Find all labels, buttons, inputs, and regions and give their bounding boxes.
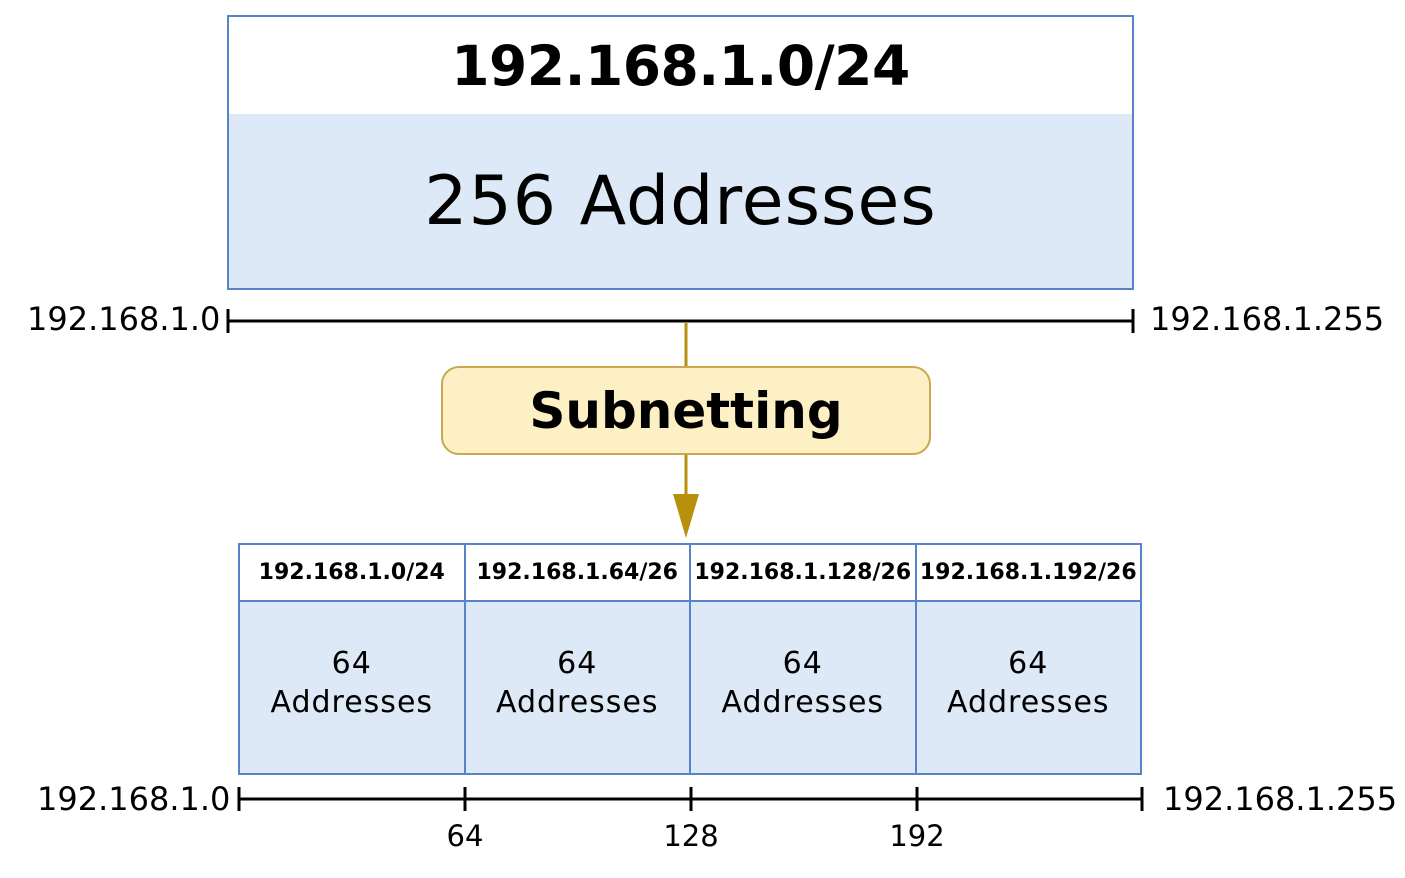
subnet-unit: Addresses [946,684,1110,720]
subnet-block: 192.168.1.192/26 64 Addresses [916,545,1140,773]
network-range-start: 192.168.1.0 [27,300,221,338]
subnet-count: 64 [782,645,823,681]
down-arrow-icon [673,455,699,538]
tick-label: 192 [889,819,945,853]
tick-label: 128 [663,819,719,853]
subnet-cidr: 192.168.1.192/26 [916,545,1140,602]
subnet-size: 64 Addresses [240,602,464,773]
top-range-line [226,309,1135,333]
subnet-count: 64 [331,645,372,681]
subnet-unit: Addresses [721,684,885,720]
bottom-range-line [237,787,1144,811]
subnetting-label: Subnetting [441,366,931,455]
subnet-count: 64 [557,645,598,681]
subnet-block: 192.168.1.128/26 64 Addresses [691,545,917,773]
tick-label: 64 [446,819,484,853]
subnet-count: 64 [1008,645,1049,681]
subnet-unit: Addresses [495,684,659,720]
bottom-range-start: 192.168.1.0 [37,780,231,818]
subnet-size: 64 Addresses [691,602,915,773]
network-size: 256 Addresses [229,114,1132,288]
subnet-row: 192.168.1.0/24 64 Addresses 192.168.1.64… [238,543,1142,775]
subnet-block: 192.168.1.64/26 64 Addresses [465,545,691,773]
subnet-unit: Addresses [270,684,434,720]
bottom-range-end: 192.168.1.255 [1163,780,1398,818]
subnet-size: 64 Addresses [916,602,1140,773]
subnet-cidr: 192.168.1.128/26 [691,545,915,602]
network-range-end: 192.168.1.255 [1150,300,1385,338]
subnet-block: 192.168.1.0/24 64 Addresses [240,545,466,773]
subnet-size: 64 Addresses [465,602,689,773]
network-block: 192.168.1.0/24 256 Addresses [227,15,1134,290]
subnet-cidr: 192.168.1.0/24 [240,545,464,602]
subnet-cidr: 192.168.1.64/26 [465,545,689,602]
